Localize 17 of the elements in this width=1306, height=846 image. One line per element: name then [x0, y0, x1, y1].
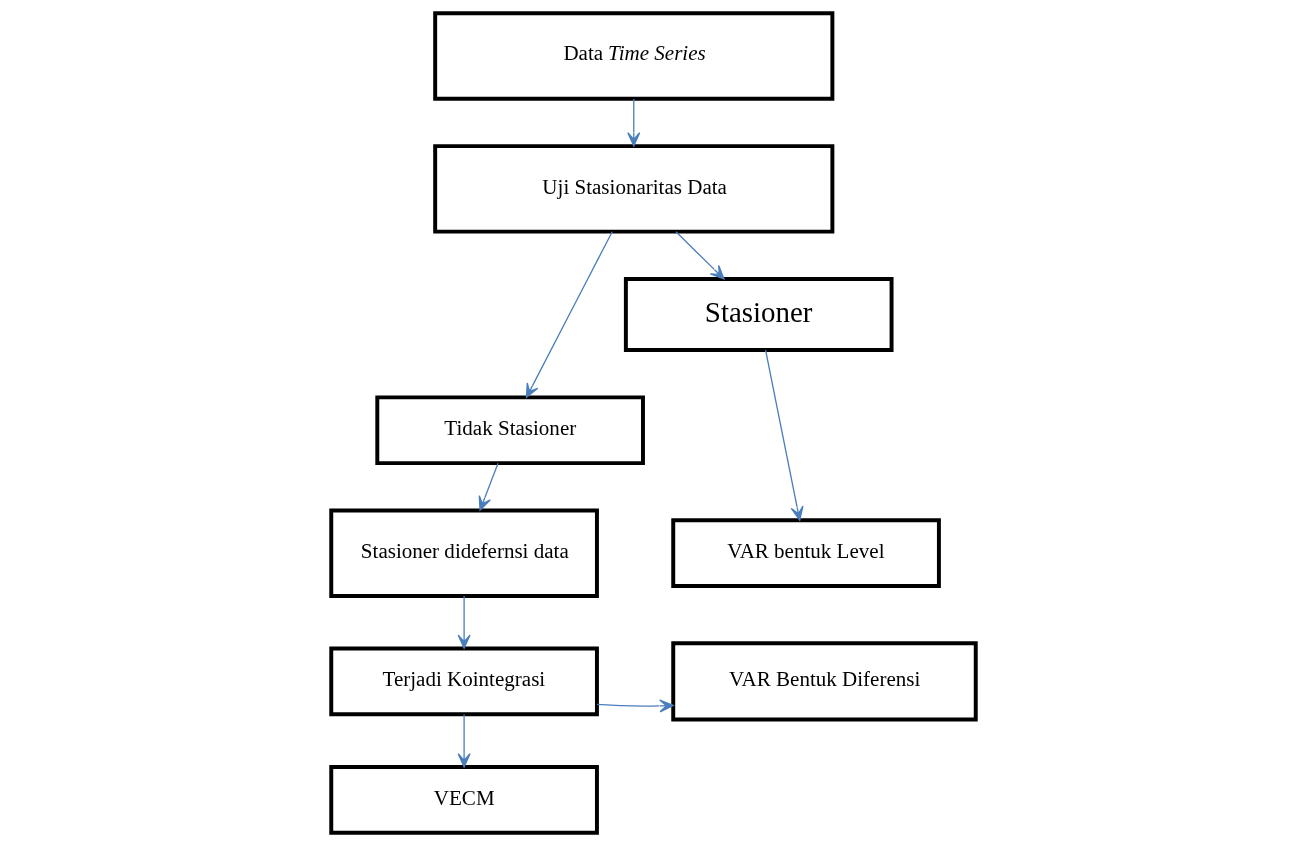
node-box: VECM: [328, 764, 599, 835]
node-box: Stasioner didefernsi data: [328, 508, 599, 598]
arrow: [457, 595, 471, 649]
node-box: VAR Bentuk Diferensi: [670, 641, 978, 722]
node-box: Uji Stasionaritas Data: [432, 144, 834, 234]
arrow: [595, 699, 674, 713]
arrow: [457, 713, 471, 768]
node-box: Stasioner: [623, 277, 894, 352]
node-box: Terjadi Kointegrasi: [328, 646, 599, 717]
arrow: [478, 462, 499, 511]
node-box: VAR bentuk Level: [670, 518, 941, 589]
node-box: Data Time Series: [432, 11, 834, 101]
arrow: [764, 349, 804, 521]
node-box: Tidak Stasioner: [374, 395, 645, 466]
arrow: [525, 231, 613, 398]
arrow: [674, 231, 725, 280]
arrow: [626, 98, 640, 147]
